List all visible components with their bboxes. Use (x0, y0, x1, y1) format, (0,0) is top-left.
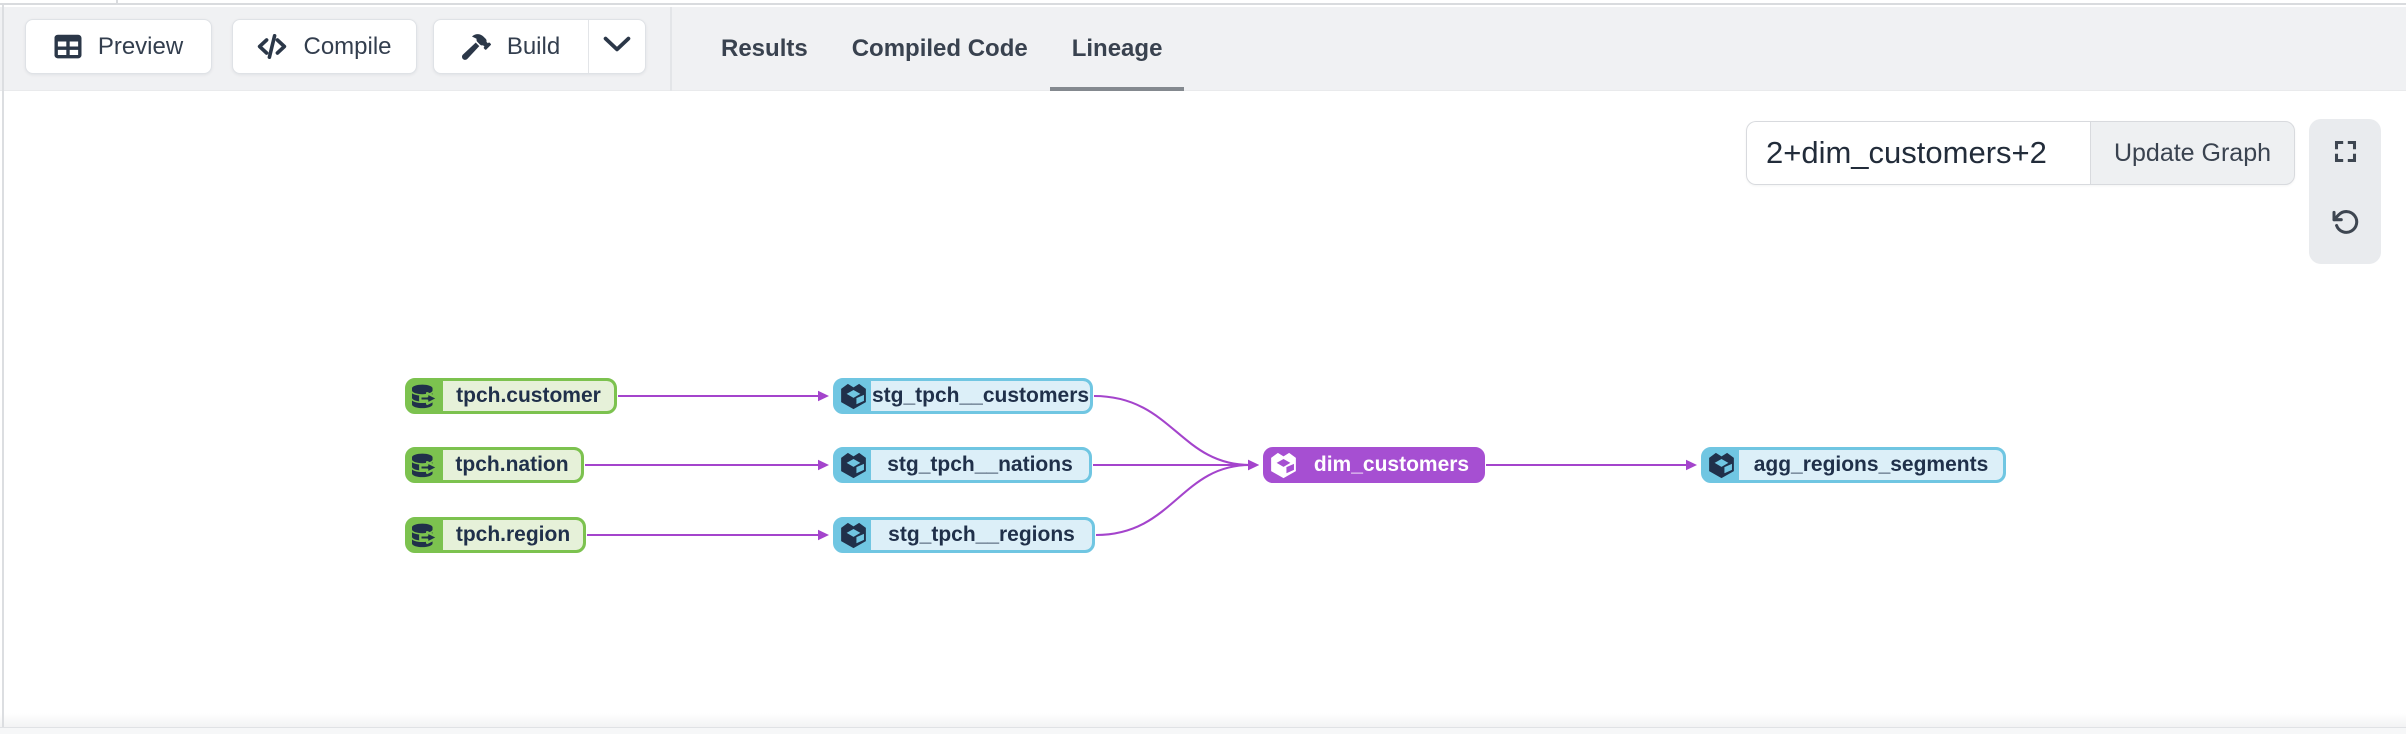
lineage-node-tpch-customer[interactable]: tpch.customer (405, 378, 617, 414)
database-export-icon (408, 381, 443, 411)
lineage-node-label: stg_tpch__regions (871, 520, 1092, 550)
lineage-node-label: stg_tpch__customers (871, 381, 1090, 411)
tab-lineage[interactable]: Lineage (1049, 7, 1185, 91)
compile-button-label: Compile (303, 32, 392, 60)
tab-compiled-code[interactable]: Compiled Code (830, 7, 1050, 91)
tab-results[interactable]: Results (699, 7, 830, 91)
tab-results-label: Results (721, 35, 808, 62)
fullscreen-icon (2332, 138, 2359, 170)
model-cube-icon (836, 381, 871, 411)
preview-button-label: Preview (97, 32, 184, 60)
lineage-node-tpch-nation[interactable]: tpch.nation (405, 447, 584, 483)
model-cube-icon (836, 520, 871, 550)
chevron-down-icon (603, 36, 631, 57)
lineage-node-label: tpch.customer (443, 381, 614, 411)
graph-tools-panel (2309, 119, 2381, 264)
reset-view-button[interactable] (2309, 189, 2381, 259)
lineage-node-dim-customers[interactable]: dim_customers (1263, 447, 1485, 483)
model-selector: Update Graph (1746, 121, 2295, 185)
build-button[interactable]: Build (434, 20, 589, 73)
model-cube-icon (836, 450, 871, 480)
toolbar: Preview Compile Build (0, 7, 2406, 91)
lineage-node-tpch-region[interactable]: tpch.region (405, 517, 586, 553)
result-tabs: Results Compiled Code Lineage (699, 7, 1185, 91)
preview-button[interactable]: Preview (25, 19, 212, 74)
update-graph-label: Update Graph (2113, 138, 2272, 167)
build-button-label: Build (506, 32, 561, 60)
lineage-node-stg-tpch-nations[interactable]: stg_tpch__nations (833, 447, 1092, 483)
build-split-button: Build (433, 19, 646, 74)
update-graph-button[interactable]: Update Graph (2090, 121, 2295, 185)
editor-tabstrip (0, 0, 2406, 5)
table-icon (54, 33, 82, 60)
compile-button[interactable]: Compile (232, 19, 417, 74)
hammer-icon (461, 33, 491, 60)
database-export-icon (408, 520, 443, 550)
lineage-node-label: dim_customers (1301, 450, 1482, 480)
code-icon (257, 34, 287, 59)
tab-compiled-code-label: Compiled Code (851, 35, 1028, 62)
database-export-icon (408, 450, 443, 480)
toolbar-divider (670, 7, 672, 91)
lineage-node-label: tpch.nation (443, 450, 581, 480)
rotate-ccw-icon (2331, 207, 2360, 241)
tab-lineage-label: Lineage (1071, 35, 1163, 62)
build-dropdown-button[interactable] (589, 20, 645, 73)
lineage-node-label: tpch.region (443, 520, 583, 550)
lineage-node-agg-regions-segments[interactable]: agg_regions_segments (1701, 447, 2006, 483)
lineage-node-stg-tpch-customers[interactable]: stg_tpch__customers (833, 378, 1093, 414)
lineage-node-label: stg_tpch__nations (871, 450, 1089, 480)
model-cube-icon (1266, 450, 1301, 480)
panel-left-border (2, 5, 4, 727)
lineage-node-stg-tpch-regions[interactable]: stg_tpch__regions (833, 517, 1095, 553)
selector-input[interactable] (1746, 121, 2090, 185)
lineage-canvas[interactable]: tpch.customer tpch.nation tpch.region stg_t… (4, 92, 2406, 727)
lineage-edges (585, 390, 1697, 541)
lineage-node-label: agg_regions_segments (1739, 450, 2003, 480)
fullscreen-button[interactable] (2309, 119, 2381, 189)
bottom-shadow (0, 713, 2406, 727)
status-bar (0, 727, 2406, 734)
model-cube-icon (1704, 450, 1739, 480)
editor-tab-divider (116, 0, 118, 5)
